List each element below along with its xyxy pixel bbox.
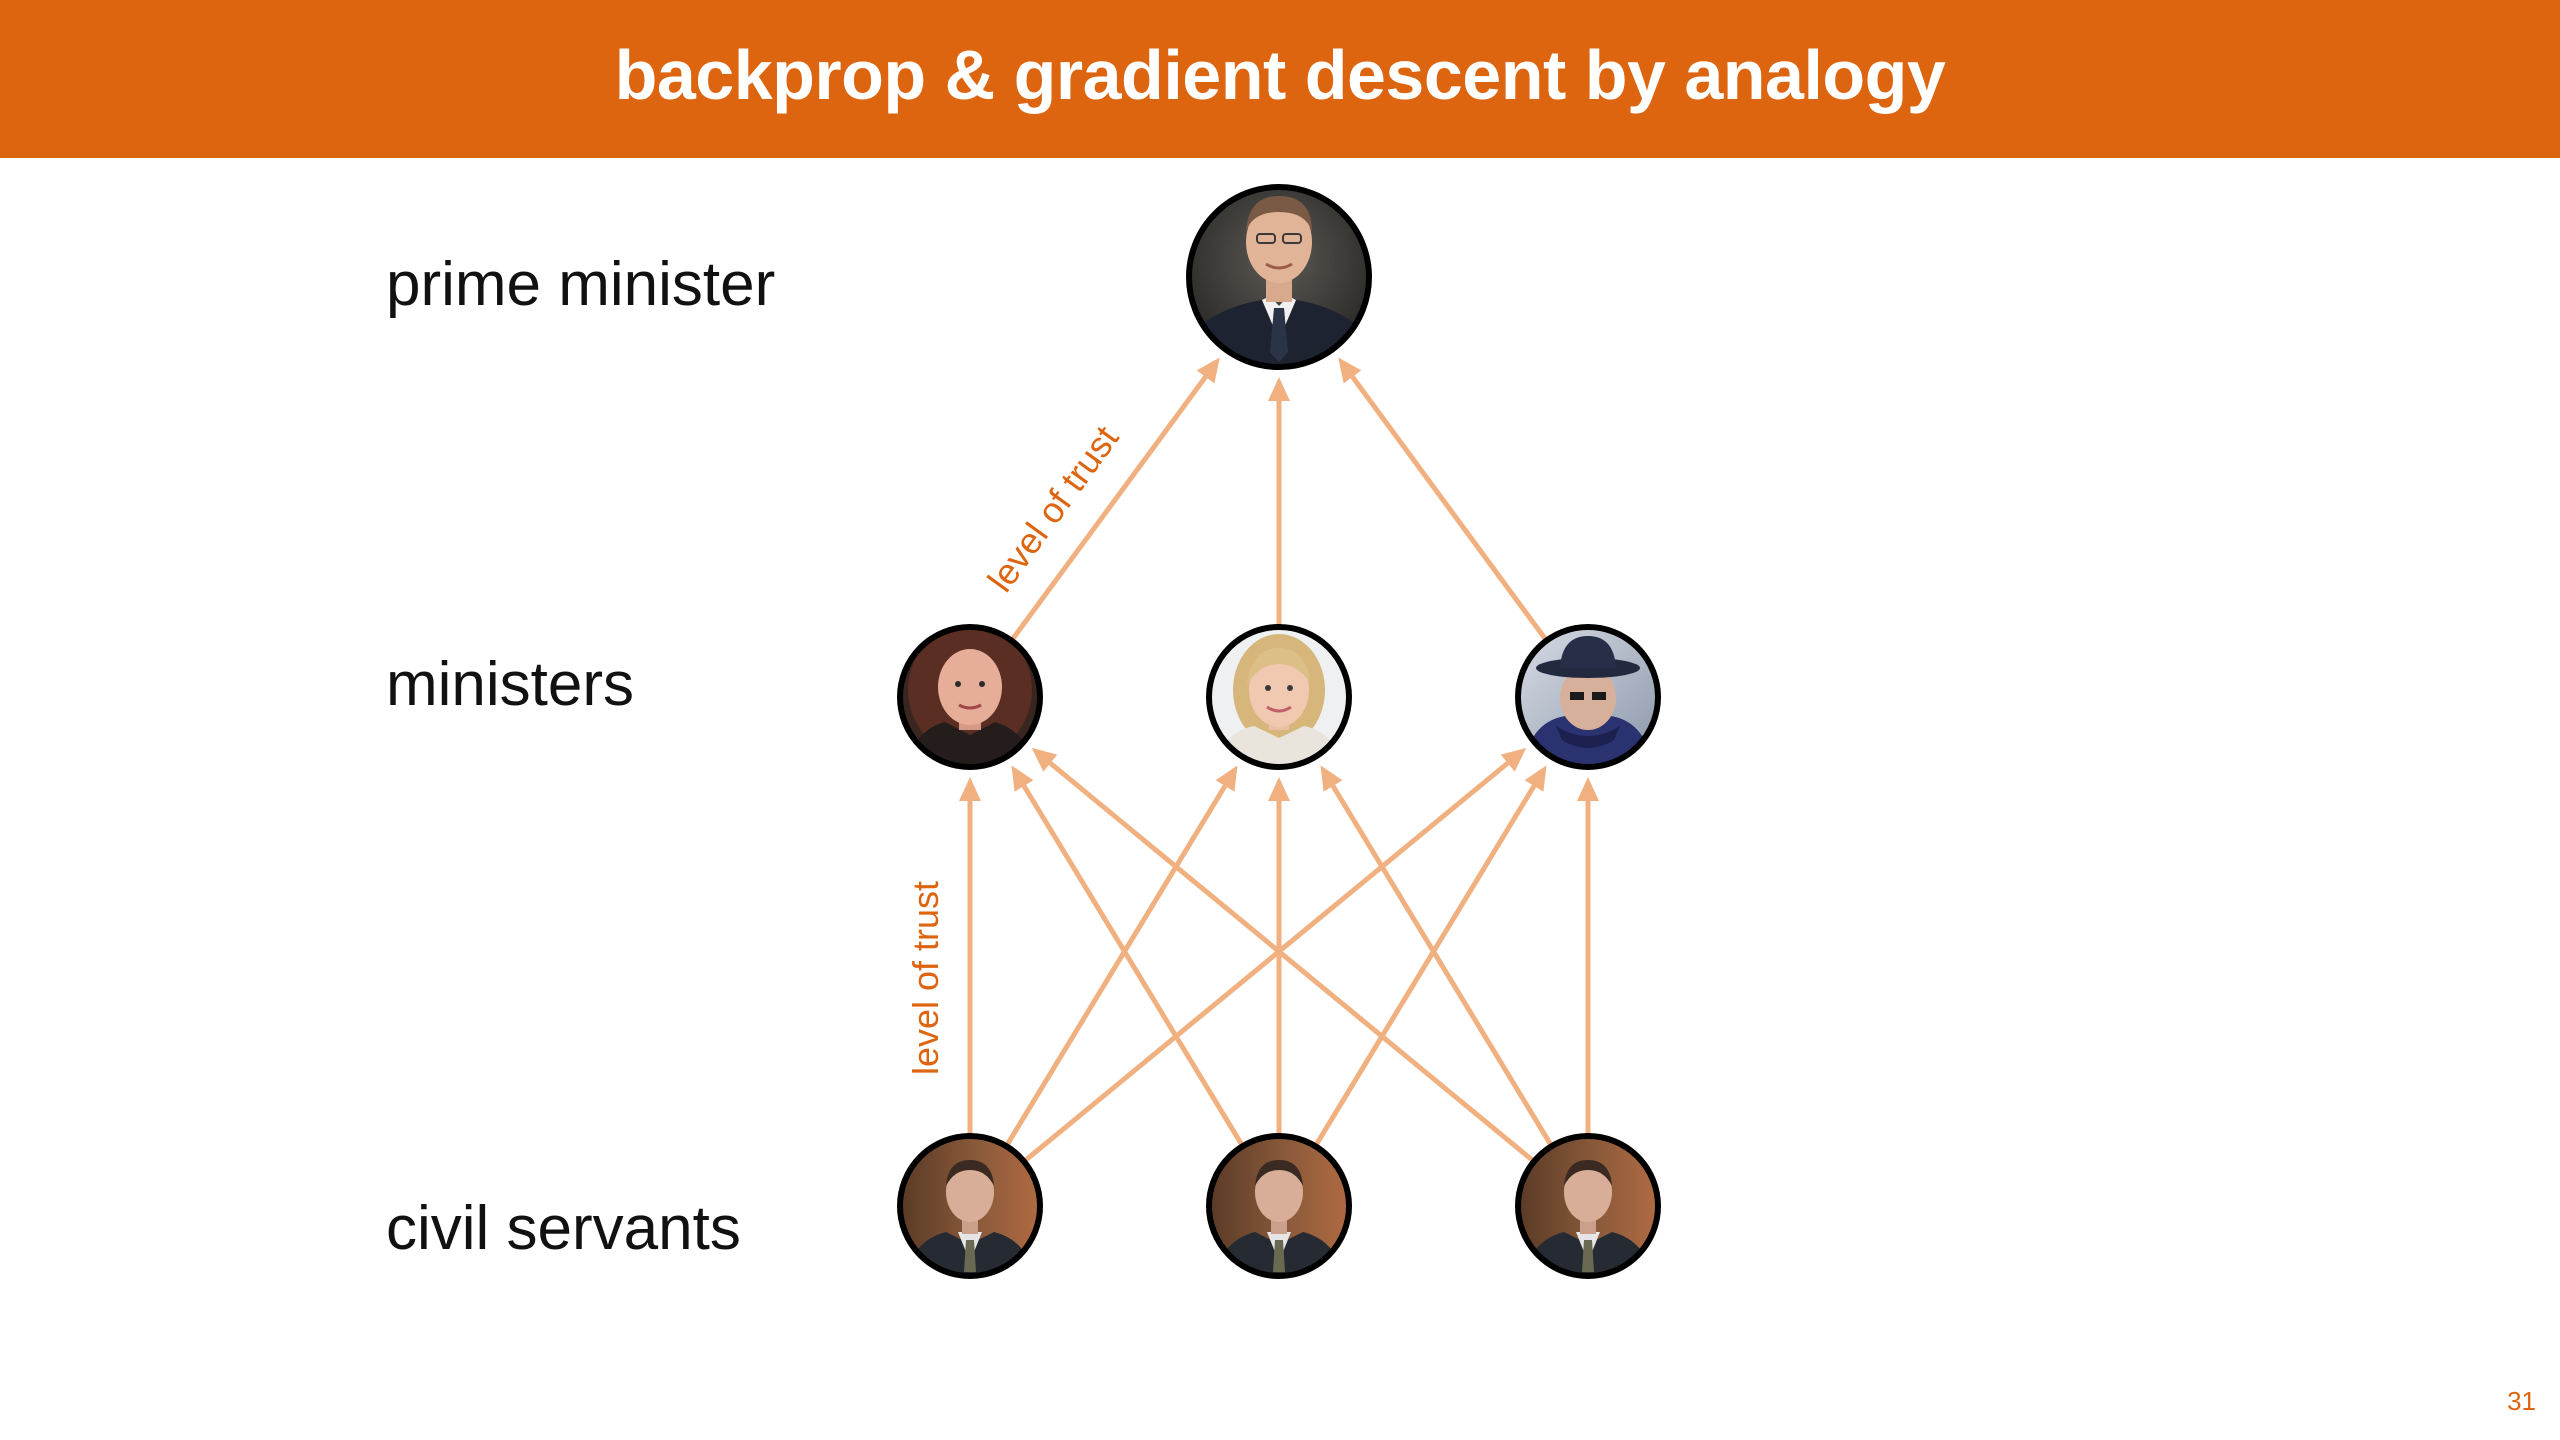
node-civil-servant-2	[1206, 1133, 1352, 1279]
portrait-man-hat-coat-icon	[1518, 627, 1658, 767]
edge-c2-to-m3	[1314, 784, 1537, 1146]
arrowhead-c3-to-m1	[1031, 747, 1058, 772]
row-label-prime-minister: prime minister	[386, 250, 776, 319]
page-number: 31	[2507, 1386, 2536, 1416]
portrait-man-interview-icon	[1209, 1136, 1349, 1276]
portrait-woman-curly-hair-icon	[900, 627, 1040, 767]
edge-c1-to-m2	[1005, 784, 1228, 1146]
row-label-civil-servants: civil servants	[386, 1194, 741, 1263]
portrait-man-interview-icon	[1518, 1136, 1658, 1276]
node-minister-3	[1515, 624, 1661, 770]
arrowhead-c1-to-m2	[1215, 765, 1238, 792]
node-minister-2	[1206, 624, 1352, 770]
arrowhead-m3-to-pm	[1338, 357, 1362, 384]
edge-label-top: level of trust	[979, 418, 1126, 599]
edge-label-bottom: level of trust	[905, 881, 946, 1075]
edge-c3-to-m2	[1330, 784, 1553, 1146]
node-prime-minister	[1186, 184, 1372, 370]
arrowhead-m2-to-pm	[1268, 377, 1290, 401]
edge-c2-to-m1	[1021, 784, 1244, 1146]
arrowhead-c2-to-m1	[1011, 765, 1034, 792]
arrowhead-c3-to-m2	[1320, 765, 1343, 792]
portrait-man-interview-icon	[900, 1136, 1040, 1276]
edge-m1-to-pm	[1010, 375, 1208, 641]
node-civil-servant-1	[897, 1133, 1043, 1279]
arrowhead-c2-to-m3	[1524, 765, 1547, 792]
arrowhead-c1-to-m1	[959, 777, 981, 801]
row-label-ministers: ministers	[386, 650, 635, 719]
edges-layer	[959, 357, 1599, 1163]
arrowhead-c2-to-m2	[1268, 777, 1290, 801]
arrowhead-c1-to-m3	[1500, 747, 1527, 772]
slide-title: backprop & gradient descent by analogy	[614, 36, 1946, 114]
edge-m3-to-pm	[1350, 375, 1548, 641]
arrowhead-m1-to-pm	[1196, 357, 1220, 384]
edge-c3-to-m1	[1048, 761, 1535, 1163]
arrowhead-c3-to-m3	[1577, 777, 1599, 801]
portrait-man-suit-icon	[1189, 187, 1369, 367]
title-bar: backprop & gradient descent by analogy	[0, 0, 2560, 158]
edge-c1-to-m3	[1023, 761, 1510, 1163]
node-minister-1	[897, 624, 1043, 770]
node-civil-servant-3	[1515, 1133, 1661, 1279]
